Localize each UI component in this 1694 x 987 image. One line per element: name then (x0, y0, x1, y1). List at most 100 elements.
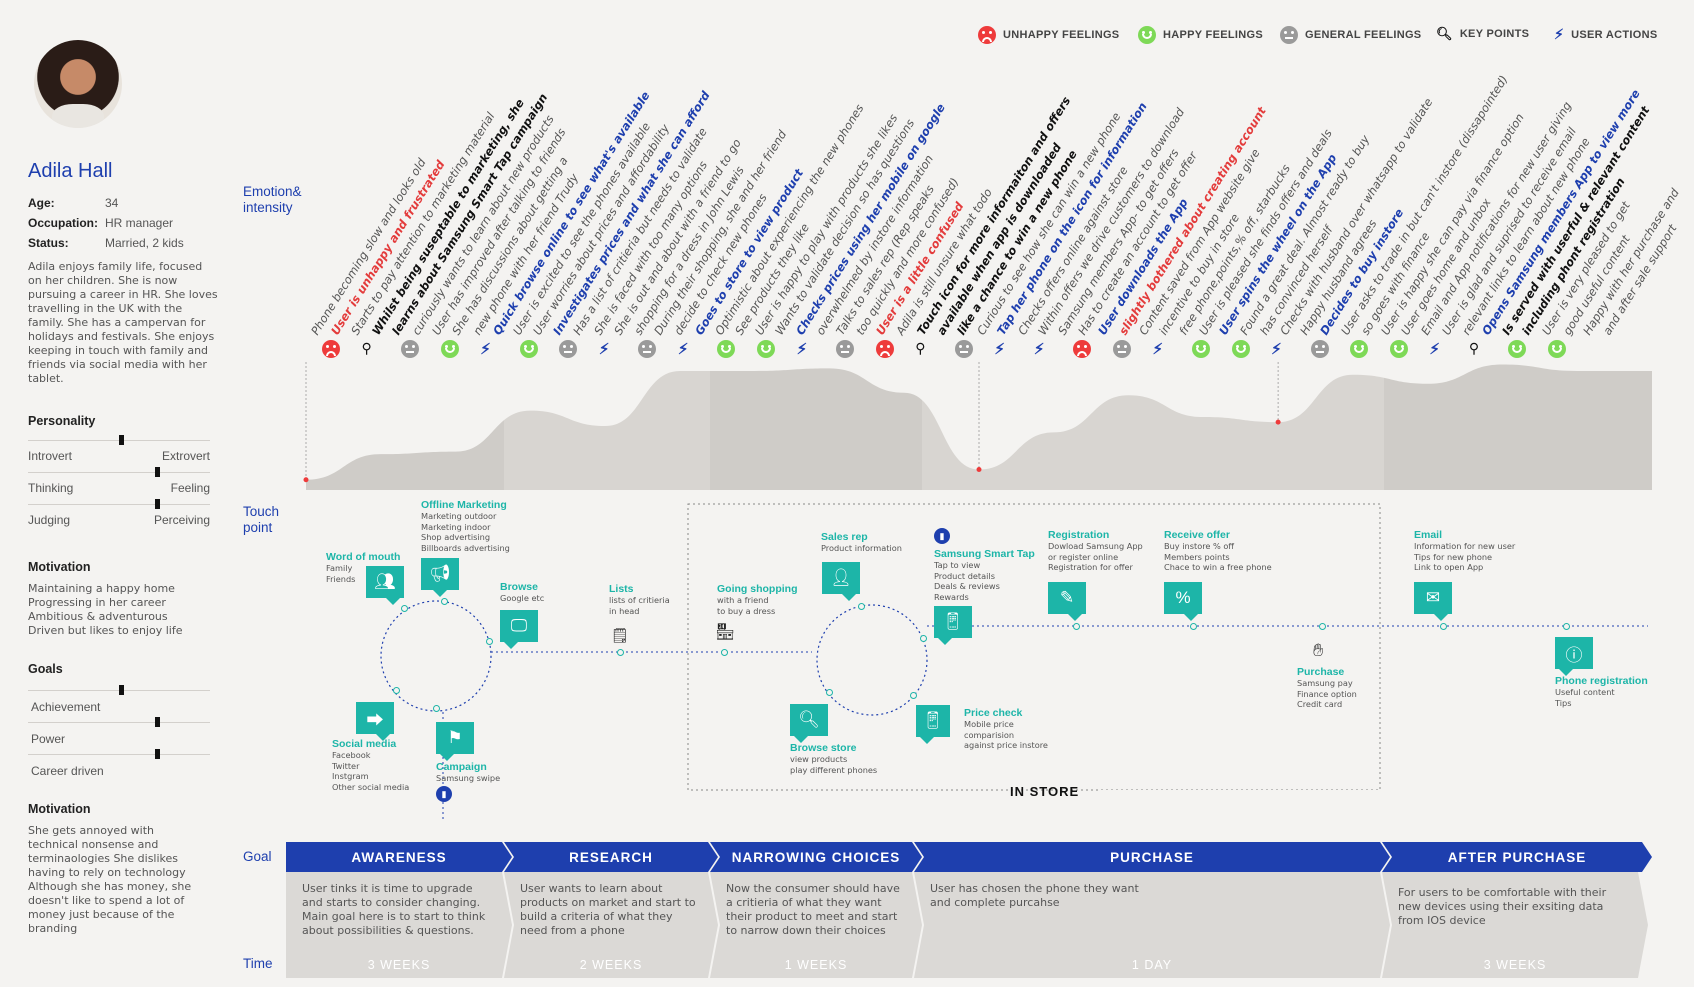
motivation-heading: Motivation (28, 560, 91, 574)
emotion-marker (1310, 340, 1329, 358)
bolt-icon: ⚡︎ (598, 341, 610, 358)
unhappy-face-icon (1073, 340, 1092, 358)
smart-tap-badge-icon: ▮ (934, 528, 950, 544)
goal-slider (28, 685, 210, 695)
pay-hand-icon: ✋︎ (1313, 640, 1324, 660)
phase-header: AWARENESS (286, 842, 512, 872)
key-icon: ⚲ (1468, 340, 1480, 356)
phase-header: AFTER PURCHASE (1382, 842, 1652, 872)
frustrations-heading: Motivation (28, 802, 91, 816)
emotion-marker (401, 340, 420, 358)
emotion-marker (519, 340, 538, 358)
motivation-list: Maintaining a happy home Progressing in … (28, 582, 183, 637)
emotion-marker (1508, 340, 1527, 358)
node-dot (1563, 623, 1570, 630)
legend-actions: ⚡︎USER ACTIONS (1554, 26, 1658, 42)
bolt-icon: ⚡︎ (994, 341, 1005, 358)
neutral-face-icon (836, 340, 855, 358)
node-dot (1440, 623, 1447, 630)
phase-duration: 2 WEEKS (579, 958, 643, 972)
slider-left-label: Judging (28, 513, 71, 527)
row-label-goal: Goal (243, 849, 272, 864)
legend-happy: HAPPY FEELINGS (1138, 26, 1263, 44)
node-dot (393, 687, 400, 694)
emotion-marker (1231, 340, 1250, 358)
emotion-marker (757, 340, 776, 358)
bolt-icon: ⚡︎ (1033, 341, 1045, 358)
phase-description-box (286, 872, 512, 978)
phase-description: User tinks it is time to upgrade and sta… (302, 882, 486, 937)
mobile-icon: 📱︎ (916, 705, 950, 744)
touchpoint-connectors (380, 503, 1648, 820)
node-dot (858, 603, 865, 610)
tp-browse[interactable]: Browse Google etc (500, 581, 545, 603)
personality-slider (28, 499, 210, 509)
share-icon: ⮕ (356, 702, 394, 741)
tp-campaign[interactable]: Campaign Samsung swipe (436, 761, 501, 783)
slider-knob (119, 435, 124, 445)
personality-slider (28, 435, 210, 445)
neutral-face-icon (401, 340, 420, 358)
legend-key: 🔍︎KEY POINTS (1436, 26, 1530, 41)
pencil-icon: ✎ (1048, 582, 1086, 621)
neutral-face-icon (954, 340, 973, 358)
phase-description: User has chosen the phone they want and … (930, 882, 1139, 909)
node-dot (920, 635, 927, 642)
legend-general: GENERAL FEELINGS (1280, 26, 1421, 44)
phase-description: For users to be comfortable with their n… (1398, 886, 1607, 927)
row-label-time: Time (243, 956, 273, 971)
phase-duration: 1 WEEKS (784, 958, 848, 972)
node-dot (486, 638, 493, 645)
phase-description-box (504, 872, 718, 978)
in-store-label: IN STORE (1010, 784, 1080, 799)
bolt-icon: ⚡︎ (1271, 341, 1282, 358)
low-point-dot (303, 477, 309, 483)
unhappy-face-icon (978, 26, 996, 44)
happy-face-icon (1508, 340, 1527, 358)
emotion-marker (440, 340, 459, 358)
neutral-face-icon (1112, 340, 1131, 358)
curve-band (1384, 364, 1652, 490)
persona-panel: Adila Hall Age:34 Occupation:HR manager … (0, 0, 225, 987)
tp-sales-rep[interactable]: Sales rep Product information (821, 531, 902, 553)
slider-right-label: Feeling (170, 481, 210, 495)
emotion-marker (1073, 340, 1092, 358)
key-icon: ⚲ (915, 340, 926, 356)
node-dot (401, 605, 408, 612)
avatar (34, 40, 122, 128)
phase-description-box (914, 872, 1390, 978)
goal-slider (28, 717, 210, 727)
bolt-icon: ⚡︎ (1554, 26, 1565, 42)
emotion-marker (1350, 340, 1369, 358)
emotion-marker (954, 340, 973, 358)
slider-right-label: Perceiving (153, 513, 210, 527)
slider-left-label: Thinking (28, 481, 74, 495)
phase-description: Now the consumer should have a critieria… (726, 882, 900, 937)
phase-description-box (1382, 872, 1648, 978)
bolt-icon: ⚡︎ (480, 341, 491, 358)
slider-knob (119, 685, 124, 695)
info-icon: ⓘ (1555, 637, 1593, 676)
phase-description: User wants to learn about products on ma… (520, 882, 696, 937)
happy-face-icon (717, 340, 736, 358)
bolt-icon: ⚡︎ (1429, 341, 1440, 358)
occupation-row: Occupation:HR manager (28, 216, 174, 230)
node-dot (441, 598, 448, 605)
goal-label: Career driven (31, 764, 104, 778)
happy-face-icon (440, 340, 459, 358)
phone-badge-icon: ▮ (436, 786, 452, 802)
phase-header: PURCHASE (914, 842, 1390, 872)
